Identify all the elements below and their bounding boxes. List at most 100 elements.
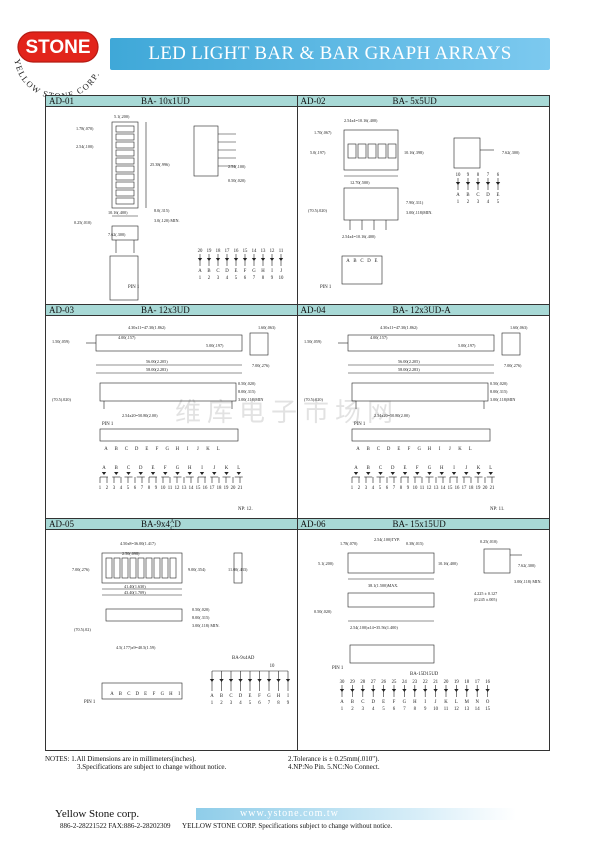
- pin-number-bottom: 8: [262, 276, 265, 281]
- led-diode-icon: [285, 679, 291, 682]
- pin-letter: F: [244, 269, 247, 274]
- svg-text:5.0(.197): 5.0(.197): [310, 150, 326, 155]
- pin-number: 21: [238, 486, 243, 491]
- pin-number-bottom: 11: [443, 707, 448, 712]
- company-name: Yellow Stone corp.: [55, 808, 140, 820]
- led-diode-icon: [101, 472, 107, 475]
- panel-ad-06: AD-06 BA- 15x15UD 1.78(.070) 2.54(.100)T…: [297, 519, 549, 750]
- pin-number-bottom: 9: [423, 707, 426, 712]
- pin-letter: C: [127, 692, 130, 697]
- pin-number-bottom: 3: [361, 707, 364, 712]
- pin-letter: H: [261, 269, 265, 274]
- ad-04-drawing: 4.30x11=47.30(1.862) 4.00(.157) 1.50(.05…: [304, 325, 528, 512]
- svg-text:9.00(.354): 9.00(.354): [188, 567, 206, 572]
- svg-text:(70.5(.020): (70.5(.020): [308, 208, 327, 213]
- svg-text:NP: 11.: NP: 11.: [490, 507, 504, 512]
- svg-text:7.00(.276): 7.00(.276): [504, 363, 522, 368]
- pin-number: 19: [224, 486, 229, 491]
- segment-letter: K: [225, 466, 229, 471]
- led-diode-icon: [339, 689, 344, 692]
- part-name-sup: A: [170, 519, 175, 525]
- led-diode-icon: [360, 689, 365, 692]
- svg-text:NP: 12.: NP: 12.: [238, 507, 253, 512]
- svg-text:8.00(.315): 8.00(.315): [238, 389, 256, 394]
- panel-header: AD-02 BA- 5x5UD: [297, 96, 549, 107]
- pin-number: 17: [461, 486, 466, 491]
- pin-number: 8: [148, 486, 151, 491]
- segment-letter: F: [415, 466, 418, 471]
- part-name-sub: C: [170, 526, 175, 532]
- pin-letter: I: [187, 447, 189, 452]
- panel-code: AD-02: [300, 96, 326, 106]
- pin-letter: D: [371, 700, 375, 705]
- svg-text:2.54x20=50.80(2.00): 2.54x20=50.80(2.00): [122, 413, 158, 418]
- svg-text:0.25(.010): 0.25(.010): [480, 539, 498, 544]
- svg-text:1.50(.059): 1.50(.059): [304, 339, 322, 344]
- svg-text:56.00(2.205): 56.00(2.205): [146, 359, 168, 364]
- led-diode-icon: [150, 472, 156, 475]
- pin-number-top: 13: [261, 249, 266, 254]
- pin-letter: E: [397, 447, 400, 452]
- svg-text:3.00(.118)MIN: 3.00(.118)MIN: [238, 397, 263, 402]
- website-link[interactable]: www.ystone.com.tw: [240, 808, 339, 819]
- led-diode-icon: [163, 472, 168, 475]
- pin-number-top: 10: [270, 664, 275, 669]
- ad-02-drawing: 2.54x4=10.16(.400) 1.70(.067) 5.0(.197) …: [308, 118, 520, 290]
- led-diode-icon: [242, 258, 248, 261]
- pin-number-top: 6: [496, 173, 499, 178]
- svg-text:5.00(.197): 5.00(.197): [458, 343, 476, 348]
- note-1: NOTES: 1.All Dimensions are in millimete…: [45, 755, 197, 763]
- pin-number-bottom: 1: [211, 701, 214, 706]
- led-diode-icon: [126, 472, 131, 475]
- part-name-tail: D: [174, 519, 181, 529]
- svg-text:7.62(.300): 7.62(.300): [518, 563, 536, 568]
- pin-number: 3: [113, 486, 116, 491]
- pin-number-bottom: 2: [208, 276, 211, 281]
- svg-text:7.62(.300): 7.62(.300): [502, 150, 520, 155]
- segment-letter: G: [176, 466, 180, 471]
- pin-letter: A: [110, 692, 114, 697]
- led-diode-icon: [402, 472, 407, 475]
- pin-letter: I: [271, 269, 273, 274]
- pin-letter: C: [376, 447, 379, 452]
- svg-text:10.16(.400): 10.16(.400): [438, 561, 458, 566]
- led-diode-icon: [426, 472, 432, 475]
- svg-text:4.5(.177)x9=40.5(1.59): 4.5(.177)x9=40.5(1.59): [116, 645, 156, 650]
- pin-letter: D: [386, 447, 390, 452]
- pin-number-bottom: 8: [277, 701, 280, 706]
- pin-letter: J: [197, 447, 199, 452]
- svg-text:8.00(.315): 8.00(.315): [192, 615, 210, 620]
- pin-number-top: 18: [216, 249, 221, 254]
- pin-letter: D: [135, 692, 139, 697]
- svg-text:(70.5(.02): (70.5(.02): [74, 627, 91, 632]
- led-diode-icon: [380, 689, 386, 692]
- panel-header: AD-04 BA- 12x3UD-A: [297, 305, 549, 316]
- svg-text:0.50(.020): 0.50(.020): [314, 609, 332, 614]
- svg-text:1.78(.070): 1.78(.070): [76, 126, 94, 131]
- ad-01-drawing: 5.1(.200) 1.78(.070) 2.54(.100) 25.38(.9…: [74, 114, 284, 301]
- pin-number: 18: [468, 486, 473, 491]
- svg-text:1.50(.059): 1.50(.059): [52, 339, 70, 344]
- pin-letter: F: [156, 447, 159, 452]
- pin-letter: F: [407, 447, 410, 452]
- svg-text:3.00(.118)MIN.: 3.00(.118)MIN.: [406, 210, 432, 215]
- svg-text:56.00(2.205): 56.00(2.205): [398, 359, 420, 364]
- svg-text:12.70(.500): 12.70(.500): [350, 180, 370, 185]
- pin-letter: F: [258, 694, 261, 699]
- svg-text:2.54(.100): 2.54(.100): [228, 164, 246, 169]
- svg-text:PIN 1: PIN 1: [128, 285, 140, 290]
- svg-text:2.54x4=10.16(.400): 2.54x4=10.16(.400): [342, 234, 376, 239]
- pin-letter: E: [382, 700, 385, 705]
- svg-text:4.00(.157): 4.00(.157): [118, 335, 136, 340]
- pin-letter: K: [444, 700, 448, 705]
- led-diode-icon: [228, 679, 234, 682]
- svg-text:4.50x8=36.00(1.417): 4.50x8=36.00(1.417): [120, 541, 156, 546]
- svg-text:PIN 1: PIN 1: [354, 422, 366, 427]
- pin-number-bottom: 4: [486, 200, 489, 205]
- pin-number-top: 15: [243, 249, 248, 254]
- svg-text:7.00(.276): 7.00(.276): [252, 363, 270, 368]
- pin-number-top: 10: [455, 173, 460, 178]
- pin-letter: D: [225, 269, 229, 274]
- svg-text:1.60(.063): 1.60(.063): [258, 325, 276, 330]
- pin-letter: D: [135, 447, 139, 452]
